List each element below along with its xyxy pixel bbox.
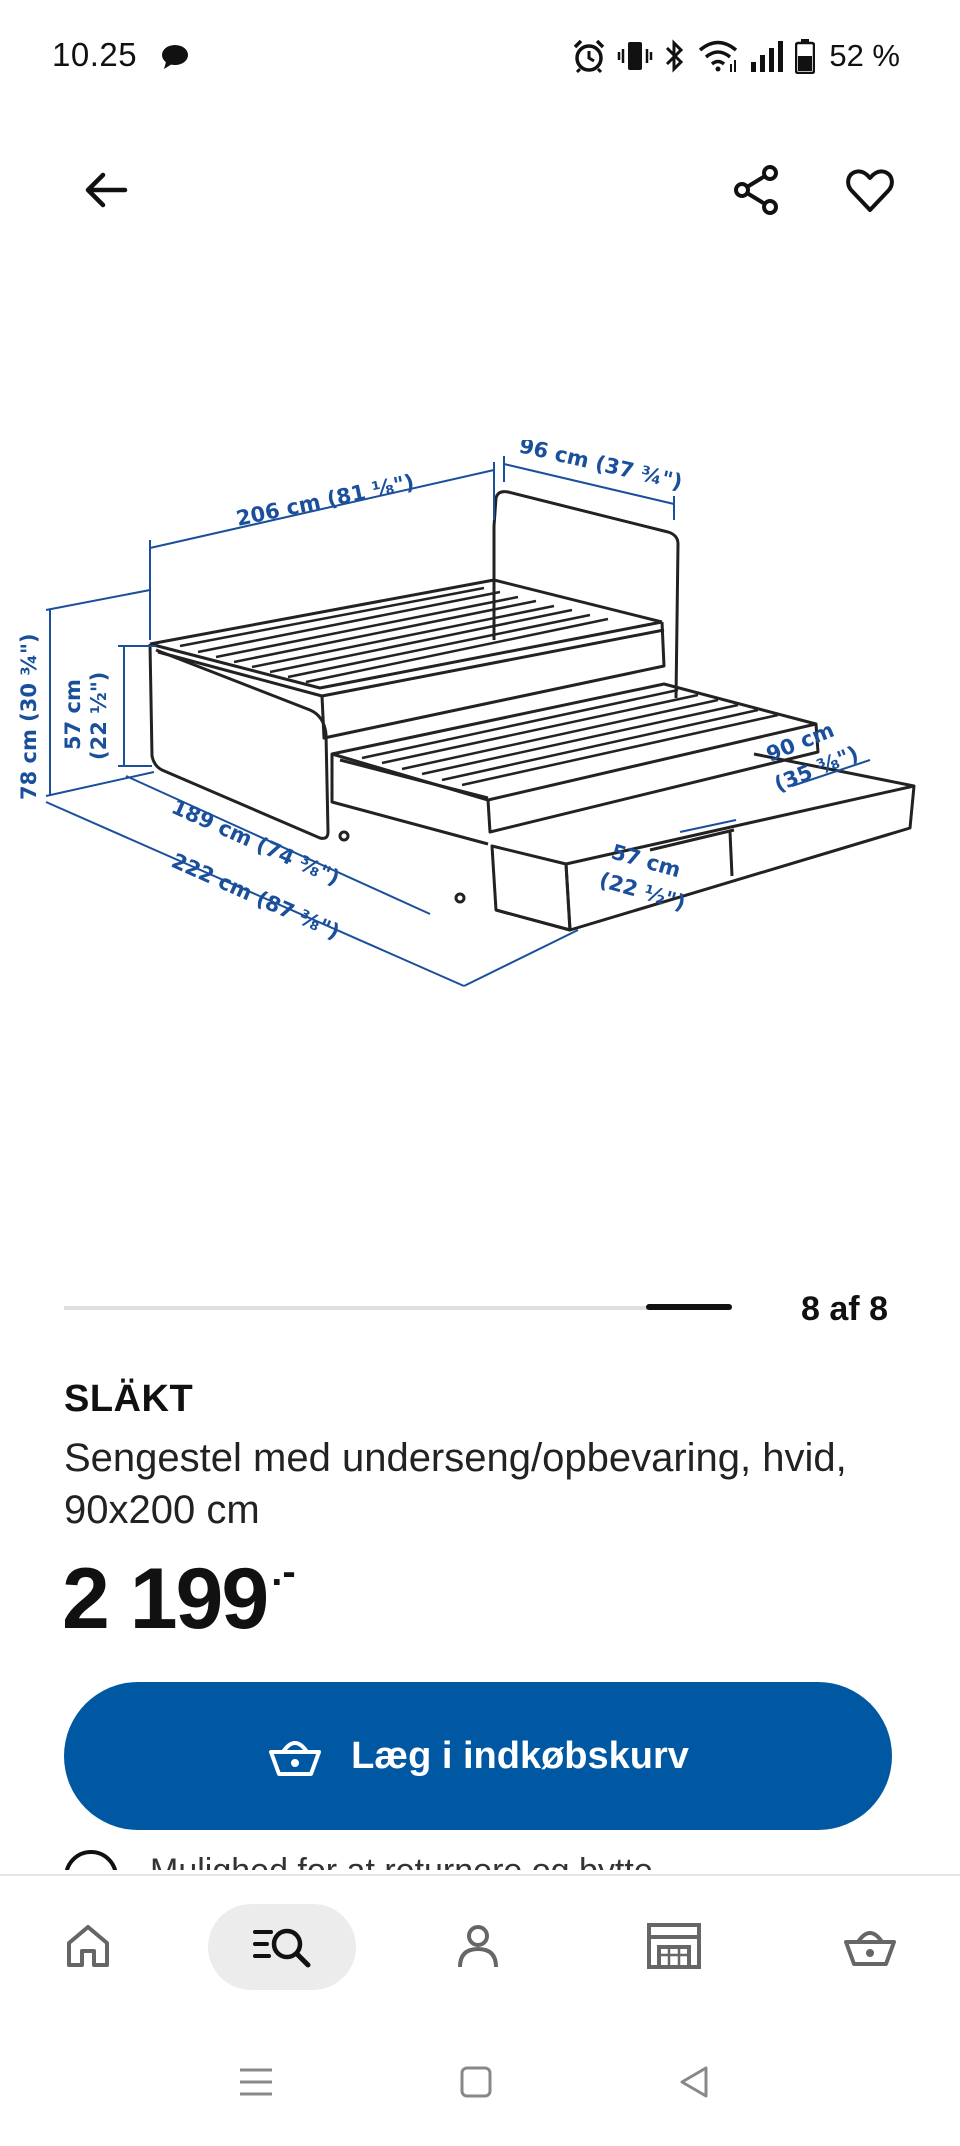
store-icon bbox=[647, 1923, 701, 1969]
recent-apps-button[interactable] bbox=[226, 2052, 286, 2112]
system-navigation-bar bbox=[0, 2016, 960, 2146]
triangle-back-icon bbox=[680, 2066, 708, 2098]
basket-icon bbox=[844, 1931, 896, 1966]
vibrate-icon bbox=[618, 42, 653, 70]
chat-bubble-icon bbox=[162, 45, 188, 69]
add-to-cart-label: Læg i indkøbskurv bbox=[351, 1734, 689, 1777]
dim-height-side: 57 cm bbox=[61, 679, 85, 750]
carousel-active-segment bbox=[646, 1304, 732, 1310]
status-icons: 52 % bbox=[571, 36, 900, 76]
top-nav bbox=[0, 150, 960, 240]
arrow-left-icon bbox=[85, 172, 128, 208]
signal-icon bbox=[751, 41, 784, 72]
tab-home[interactable] bbox=[48, 1906, 128, 1986]
carousel-counter: 8 af 8 bbox=[801, 1290, 888, 1328]
add-to-cart-button[interactable]: Læg i indkøbskurv bbox=[64, 1682, 892, 1830]
bottom-tab-bar bbox=[0, 1874, 960, 2016]
product-name: SLÄKT bbox=[64, 1378, 194, 1420]
status-bar: 10.25 bbox=[0, 0, 960, 110]
returns-info-row[interactable]: Mulighed for at returnere og bytte bbox=[64, 1850, 896, 1870]
tab-basket[interactable] bbox=[830, 1906, 910, 1986]
bluetooth-icon bbox=[666, 39, 684, 73]
dim-length-top: 206 cm (81 ⅛") bbox=[234, 470, 416, 531]
tab-search[interactable] bbox=[208, 1904, 356, 1990]
basket-icon bbox=[269, 1741, 322, 1776]
product-dimension-diagram: 206 cm (81 ⅛") 96 cm (37 ¾") 78 cm (30 ¾… bbox=[17, 440, 916, 987]
system-back-button[interactable] bbox=[664, 2052, 724, 2112]
system-home-button[interactable] bbox=[446, 2052, 506, 2112]
product-price: 2 199 .- bbox=[62, 1550, 296, 1647]
back-button[interactable] bbox=[70, 154, 142, 226]
image-carousel-indicator: 8 af 8 bbox=[64, 1290, 896, 1330]
tab-profile[interactable] bbox=[438, 1906, 518, 1986]
wifi-icon bbox=[699, 40, 738, 72]
tab-stores[interactable] bbox=[634, 1906, 714, 1986]
returns-info-text: Mulighed for at returnere og bytte bbox=[150, 1852, 653, 1870]
status-time: 10.25 bbox=[52, 36, 138, 73]
dim-height-side-in: (22 ½") bbox=[87, 672, 111, 760]
product-description: Sengestel med underseng/opbevaring, hvid… bbox=[64, 1436, 847, 1532]
heart-icon bbox=[846, 169, 894, 212]
carousel-track[interactable] bbox=[64, 1306, 732, 1310]
battery-percent: 52 % bbox=[829, 38, 900, 73]
menu-lines-icon bbox=[240, 2068, 272, 2096]
home-icon bbox=[67, 1925, 109, 1967]
share-button[interactable] bbox=[720, 154, 792, 226]
battery-icon bbox=[795, 39, 816, 74]
price-suffix: .- bbox=[271, 1550, 296, 1594]
person-icon bbox=[458, 1925, 498, 1968]
alarm-icon bbox=[574, 39, 605, 74]
search-list-icon bbox=[253, 1928, 311, 1968]
square-icon bbox=[460, 2066, 492, 2098]
info-circle-icon bbox=[64, 1850, 118, 1870]
dim-height-total: 78 cm (30 ¾") bbox=[17, 633, 41, 800]
favorite-button[interactable] bbox=[834, 154, 906, 226]
price-value: 2 199 bbox=[62, 1551, 269, 1647]
share-icon bbox=[734, 165, 778, 215]
